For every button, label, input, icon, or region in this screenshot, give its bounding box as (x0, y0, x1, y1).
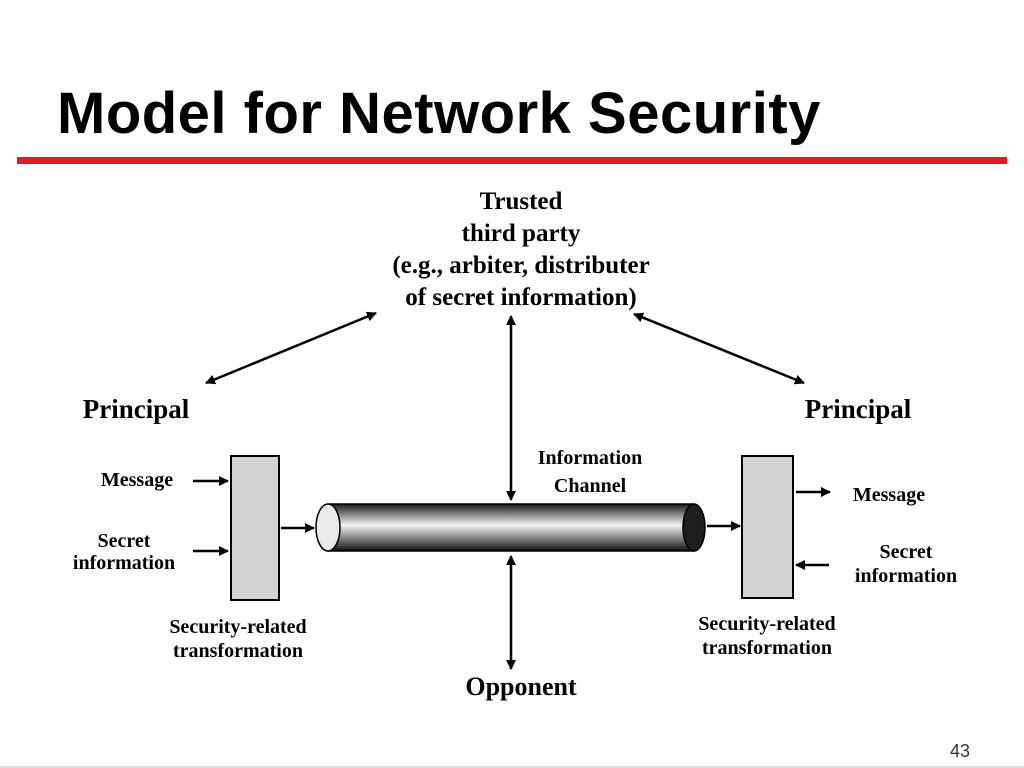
left-principal-label: Principal (83, 394, 190, 424)
ttp-line-1: Trusted (480, 188, 563, 215)
left-secret-line-1: Secret (98, 530, 151, 552)
page-number: 43 (950, 741, 971, 761)
right-message-label: Message (853, 484, 925, 506)
left-transformation-box (230, 455, 280, 601)
channel-label-line-1: Information (538, 447, 642, 469)
title-underline (17, 157, 1007, 164)
ttp-left-principal-arrow (205, 311, 377, 385)
left-message-label: Message (101, 469, 173, 491)
right-secret-line-1: Secret (880, 541, 933, 563)
left-transform-line-1: Security-related (169, 616, 306, 638)
right-transformation-box (741, 455, 794, 599)
right-transform-line-2: transformation (702, 637, 832, 659)
ttp-line-2: third party (462, 220, 581, 247)
trusted-third-party-label: Trusted third party (e.g., arbiter, dist… (392, 188, 649, 311)
right-principal-label: Principal (805, 394, 912, 424)
left-transform-line-2: transformation (173, 640, 303, 662)
left-secret-line-2: information (73, 552, 175, 574)
ttp-line-3: (e.g., arbiter, distributer (392, 252, 649, 279)
slide-title: Model for Network Security (57, 81, 821, 146)
channel-label-line-2: Channel (554, 475, 627, 497)
right-transform-line-1: Security-related (698, 613, 835, 635)
ttp-line-4: of secret information) (405, 284, 636, 311)
right-secret-line-2: information (855, 565, 957, 587)
footer-divider (0, 766, 1024, 768)
ttp-right-principal-arrow (633, 312, 805, 385)
information-channel-pipe (315, 503, 706, 552)
opponent-label: Opponent (465, 672, 577, 701)
